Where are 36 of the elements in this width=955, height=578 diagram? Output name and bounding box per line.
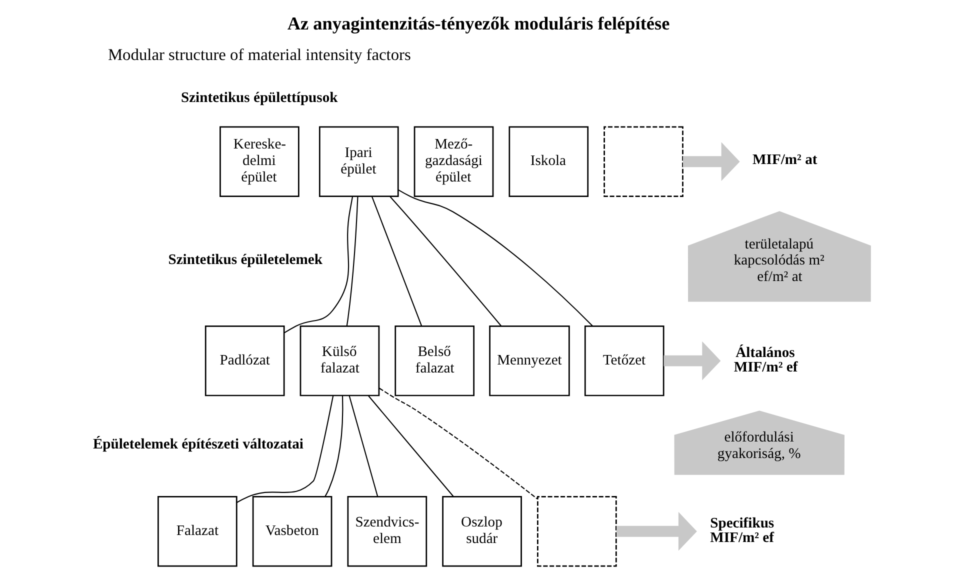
- label: Épületelemek építészeti változatai: [92, 436, 303, 453]
- connector: [370, 196, 422, 326]
- label: Szintetikus épületelemek: [168, 252, 322, 268]
- node-box: Belső falazat: [394, 325, 474, 396]
- node-text: Specifikus MIF/m² ef: [710, 516, 774, 546]
- arrow: [682, 142, 740, 182]
- connector: [348, 396, 378, 497]
- node-box: Vasbeton: [252, 496, 332, 567]
- arrow: [663, 341, 720, 380]
- connector: [388, 196, 502, 326]
- node-box: Külső falazat: [299, 325, 380, 396]
- node-box: Iskola: [508, 126, 588, 197]
- node-box: Tetőzet: [584, 325, 664, 396]
- node-box: Padlózat: [204, 325, 284, 396]
- node-box: Szendvics- elem: [346, 496, 427, 567]
- node-box: Mező- gazdasági épület: [413, 126, 494, 197]
- label: Modular structure of material intensity factors: [107, 44, 410, 64]
- connector: [236, 396, 334, 503]
- node-box: Mennyezet: [488, 325, 570, 396]
- connector: [378, 388, 538, 500]
- arrow: [616, 512, 696, 551]
- connector: [397, 189, 593, 327]
- node-box: [536, 496, 616, 567]
- connector: [284, 196, 353, 334]
- node-box: Oszlop sudár: [442, 496, 522, 567]
- label: Szintetikus épülettípusok: [180, 90, 338, 106]
- node-text: MIF/m² at: [752, 152, 817, 168]
- node-box: Ipari épület: [318, 126, 398, 197]
- connector: [368, 396, 454, 497]
- node-box: Kereske- delmi épület: [219, 126, 299, 197]
- connector: [324, 396, 343, 497]
- node-box: [603, 126, 683, 197]
- node-box: Falazat: [157, 496, 237, 567]
- diagram-title: Az anyagintenzitás-tényezők moduláris felépítése: [286, 13, 670, 34]
- node-text: Általános MIF/m² ef: [733, 345, 798, 376]
- connector: [346, 196, 358, 326]
